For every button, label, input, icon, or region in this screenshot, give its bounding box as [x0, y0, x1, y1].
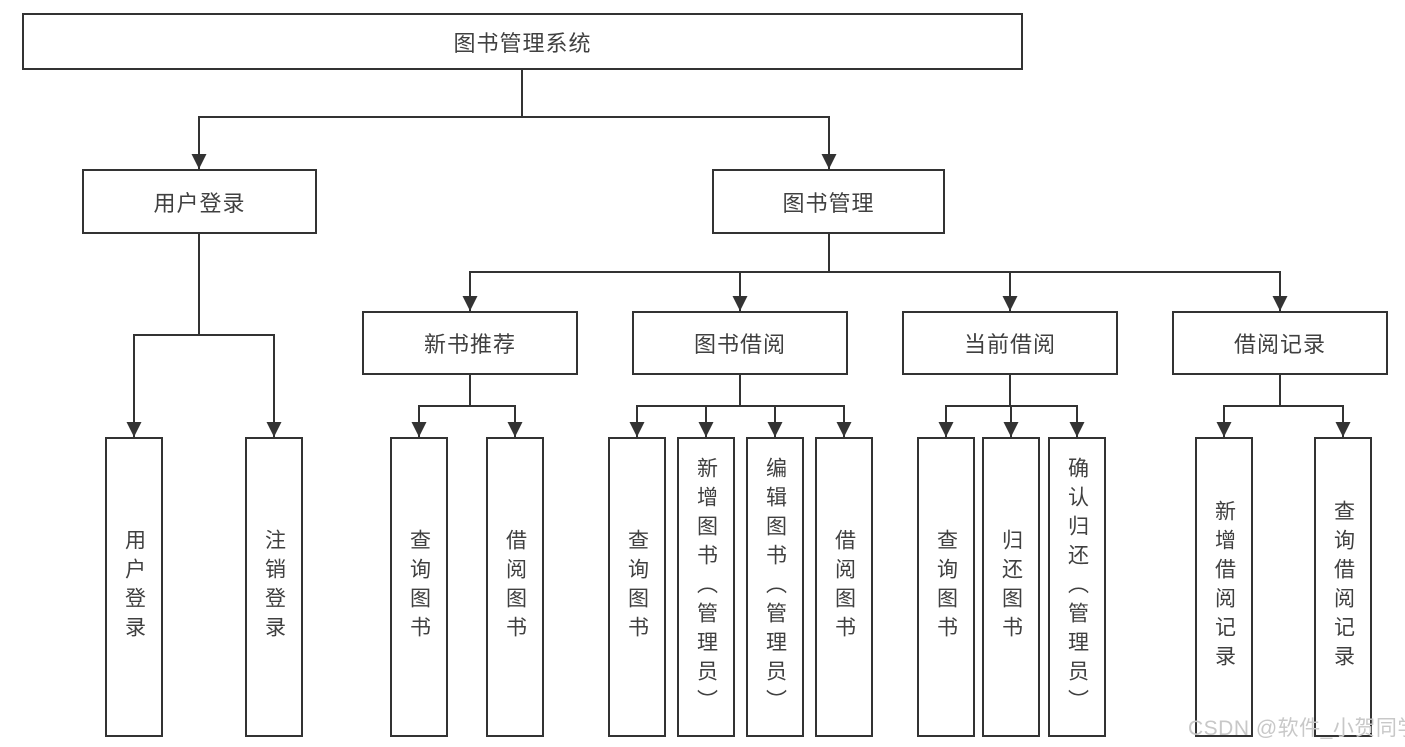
- node-book-borrowing: 图书借阅: [632, 311, 848, 375]
- connector-user-login-children: [126, 234, 282, 437]
- node-label: 当前借阅: [963, 332, 1056, 357]
- node-label: 查询图书: [625, 529, 649, 645]
- leaf-borrow-books-recommend: 借阅图书: [486, 437, 544, 737]
- node-label: 用户登录: [153, 190, 246, 216]
- connector-borrow-records-children: [1216, 375, 1351, 437]
- node-label: 图书管理: [782, 190, 875, 216]
- node-label: 图书借阅: [693, 332, 786, 357]
- node-label: 确认归还（管理员）: [1065, 456, 1089, 718]
- leaf-query-books-recommend: 查询图书: [390, 437, 448, 737]
- node-label: 查询图书: [934, 529, 958, 645]
- node-label: 归还图书: [999, 529, 1023, 645]
- node-label: 编辑图书（管理员）: [763, 456, 787, 718]
- node-book-management-system: 图书管理系统: [22, 13, 1023, 70]
- node-label: 新增借阅记录: [1212, 500, 1236, 674]
- node-label: 查询借阅记录: [1331, 500, 1355, 674]
- node-label: 用户登录: [122, 529, 146, 645]
- leaf-borrow-books: 借阅图书: [815, 437, 873, 737]
- leaf-query-books-borrow: 查询图书: [608, 437, 666, 737]
- leaf-add-books-admin: 新增图书（管理员）: [677, 437, 735, 737]
- node-current-borrowing: 当前借阅: [902, 311, 1118, 375]
- node-new-book-recommendation: 新书推荐: [362, 311, 578, 375]
- leaf-user-login: 用户登录: [105, 437, 163, 737]
- node-label: 查询图书: [407, 529, 431, 645]
- node-user-login: 用户登录: [82, 169, 317, 234]
- leaf-return-books: 归还图书: [982, 437, 1040, 737]
- leaf-query-books-current: 查询图书: [917, 437, 975, 737]
- node-label: 图书管理系统: [453, 30, 592, 56]
- node-borrowing-records: 借阅记录: [1172, 311, 1388, 375]
- connector-book-management-children: [462, 234, 1288, 311]
- node-label: 借阅图书: [832, 529, 856, 645]
- csdn-watermark: CSDN @软件_小贺同学: [1188, 717, 1405, 740]
- connector-current-borrow-children: [938, 375, 1085, 437]
- node-label: 注销登录: [262, 529, 286, 645]
- leaf-logout: 注销登录: [245, 437, 303, 737]
- node-label: 新书推荐: [423, 332, 516, 357]
- node-label: 新增图书（管理员）: [694, 456, 718, 718]
- connector-root-to-level2: [191, 70, 837, 169]
- connector-book-borrow-children: [629, 375, 852, 437]
- node-label: 借阅图书: [503, 529, 527, 645]
- leaf-confirm-return-admin: 确认归还（管理员）: [1048, 437, 1106, 737]
- leaf-edit-books-admin: 编辑图书（管理员）: [746, 437, 804, 737]
- node-book-management: 图书管理: [712, 169, 945, 234]
- connector-new-book-children: [411, 375, 523, 437]
- leaf-query-borrow-record: 查询借阅记录: [1314, 437, 1372, 737]
- node-label: 借阅记录: [1233, 332, 1326, 357]
- leaf-add-borrow-record: 新增借阅记录: [1195, 437, 1253, 737]
